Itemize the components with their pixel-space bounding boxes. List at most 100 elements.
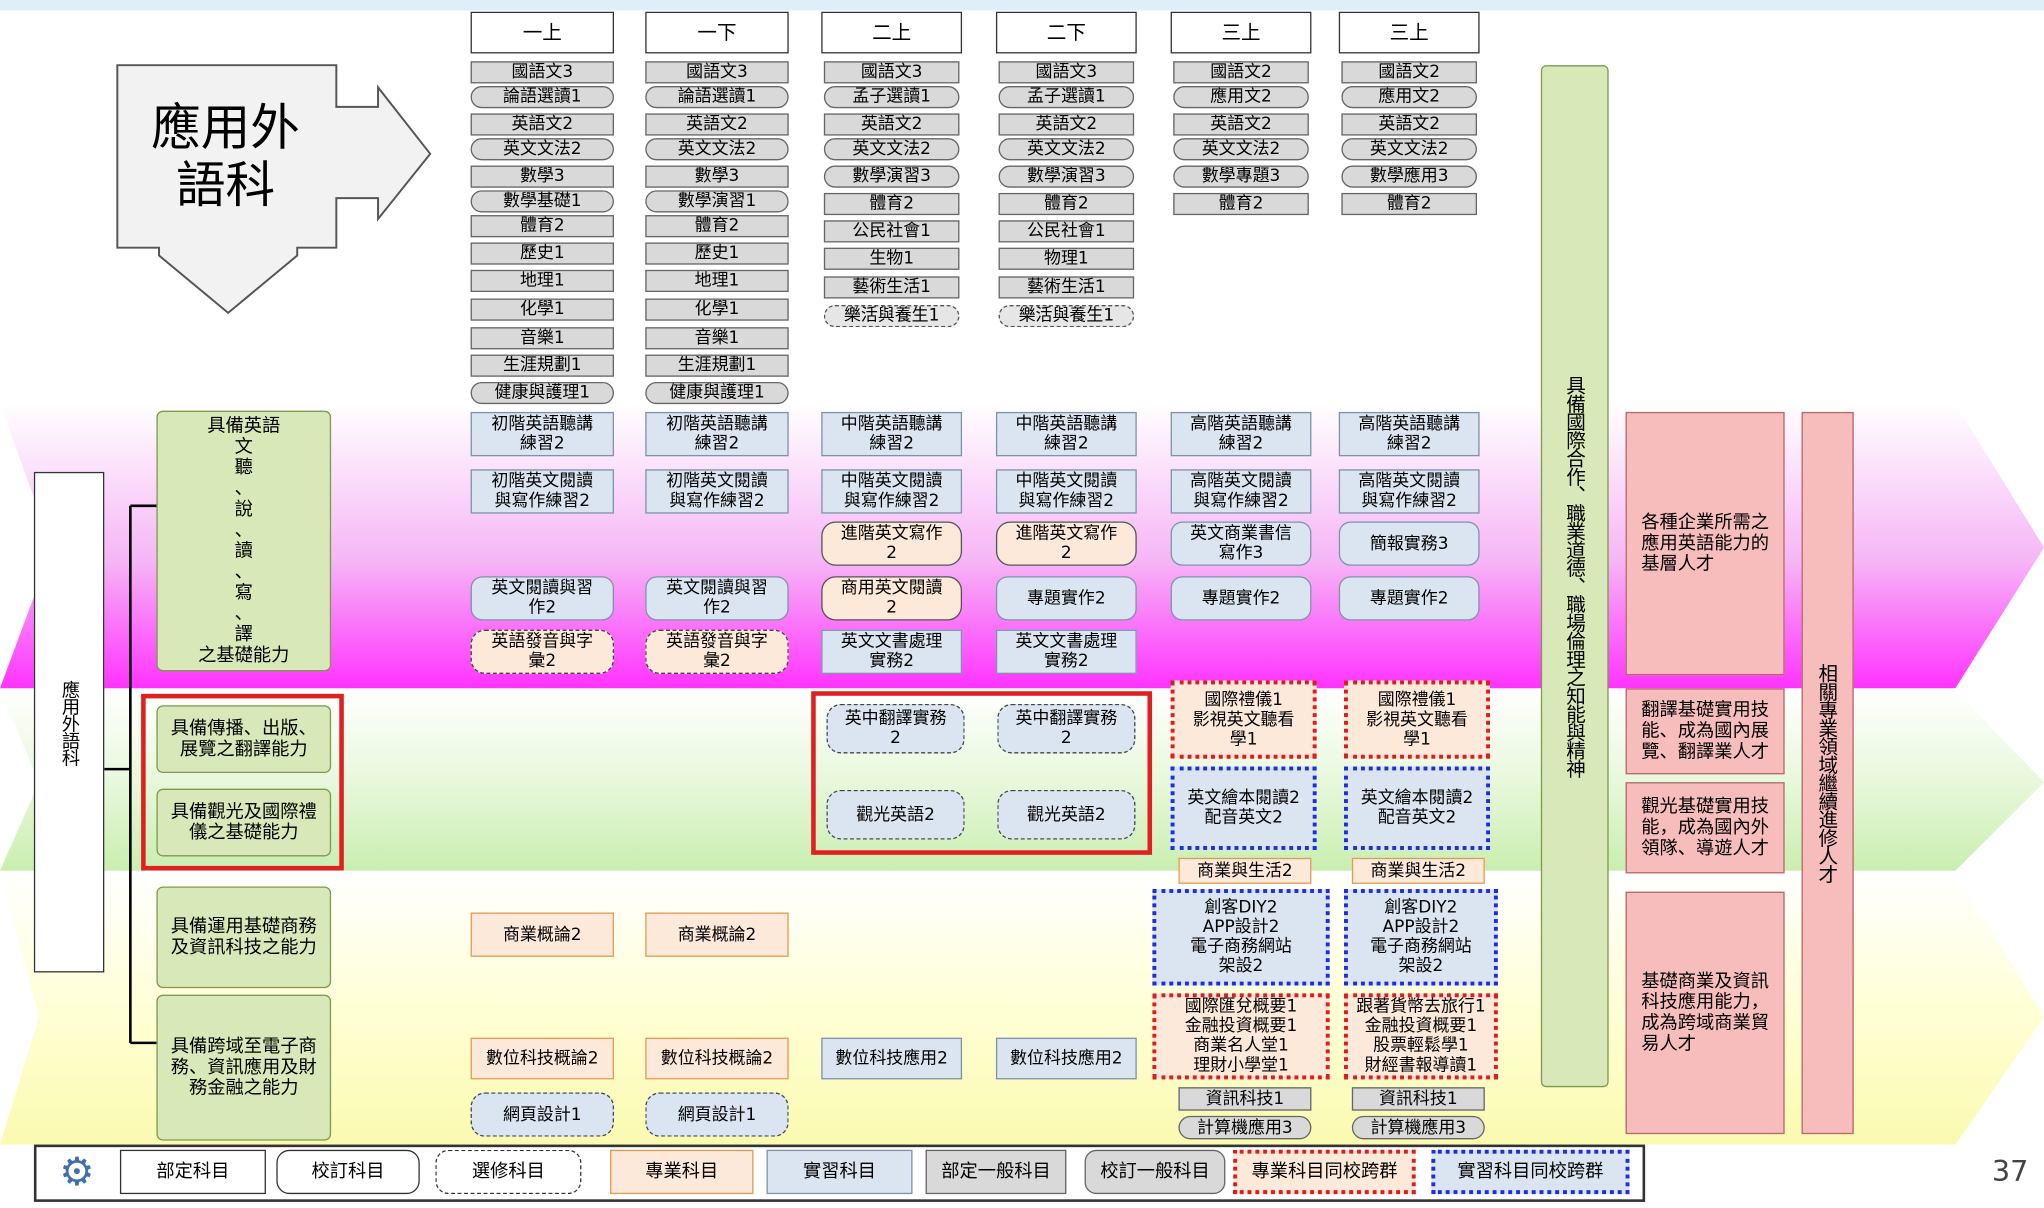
general-course: 藝術生活1	[823, 276, 960, 299]
general-course: 歷史1	[645, 242, 789, 265]
general-course: 應用文2	[1173, 86, 1309, 109]
general-course: 化學1	[470, 298, 614, 321]
course-row5: 英文文書處理 實務2	[821, 629, 963, 674]
course-info-tech: 資訊科技1	[1351, 1087, 1485, 1111]
general-course: 國語文3	[823, 61, 960, 84]
legend-item: 專業科目同校跨群	[1233, 1149, 1416, 1195]
general-course: 音樂1	[470, 327, 614, 350]
course-writing: 英文商業書信 寫作3	[1170, 521, 1312, 566]
year-header: 三上	[1170, 11, 1312, 54]
course-info-tech: 資訊科技1	[1178, 1087, 1312, 1111]
general-course: 公民社會1	[998, 220, 1135, 243]
general-course: 論語選讀1	[645, 86, 789, 109]
general-course: 健康與護理1	[470, 381, 614, 405]
ability-business-it: 具備運用基礎商務 及資訊科技之能力	[156, 886, 332, 989]
general-course: 生涯規劃1	[470, 354, 614, 377]
ability-crossdomain: 具備跨域至電子商 務、資訊應用及財 務金融之能力	[156, 994, 332, 1141]
course-translation: 英中翻譯實務 2	[826, 703, 965, 754]
arrow-title: 應用外語科	[151, 99, 300, 214]
general-course: 體育2	[1341, 192, 1477, 216]
course-listening: 中階英語聽講 練習2	[995, 411, 1137, 457]
course-writing: 進階英文寫作 2	[995, 521, 1137, 566]
general-course: 健康與護理1	[645, 381, 789, 405]
general-course: 生涯規劃1	[645, 354, 789, 377]
ability-english: 具備英語 文 聽 、 說 、 讀 、 寫 、 譯 之基礎能力	[156, 410, 332, 672]
general-course: 國語文3	[645, 61, 789, 84]
general-course: 孟子選讀1	[823, 86, 960, 109]
general-course: 數學演習3	[998, 165, 1135, 188]
department-label: 應用外語科	[33, 471, 105, 973]
course-finance: 跟著貨幣去旅行1 金融投資概要1 股票輕鬆學1 財經書報導讀1	[1344, 993, 1498, 1080]
course-row4: 英文閱讀與習 作2	[470, 576, 614, 621]
general-course: 藝術生活1	[998, 276, 1135, 299]
legend-item: 校訂一般科目	[1084, 1149, 1226, 1195]
course-row4: 英文閱讀與習 作2	[645, 576, 789, 621]
general-course: 地理1	[645, 269, 789, 293]
year-header: 二下	[995, 11, 1137, 54]
general-course: 音樂1	[645, 327, 789, 350]
course-row5: 英語發音與字 彙2	[645, 629, 789, 674]
general-course: 孟子選讀1	[998, 86, 1135, 109]
general-course: 物理1	[998, 247, 1135, 270]
year-header: 一下	[645, 11, 789, 54]
course-computer-app: 計算機應用3	[1178, 1115, 1312, 1140]
general-course: 英文文法2	[1173, 138, 1309, 161]
course-row4: 商用英文閱讀 2	[821, 576, 963, 621]
page-number: 37	[1991, 1155, 2029, 1189]
general-course: 生物1	[823, 247, 960, 270]
gear-icon: ⚙	[59, 1149, 95, 1195]
course-finance: 國際匯兌概要1 金融投資概要1 商業名人堂1 理財小學堂1	[1152, 993, 1330, 1080]
outcome-tourism: 觀光基礎實用技 能，成為國內外 領隊、導遊人才	[1625, 782, 1785, 874]
legend-item: 專業科目	[610, 1149, 754, 1195]
course-reading: 初階英文閱讀 與寫作練習2	[470, 469, 614, 514]
general-course: 國語文3	[470, 61, 614, 84]
year-header: 二上	[821, 11, 963, 54]
course-business-intro: 商業概論2	[645, 912, 789, 957]
course-picturebook: 英文繪本閱讀2 配音英文2	[1170, 766, 1317, 850]
general-course: 英文文法2	[645, 138, 789, 161]
course-reading: 高階英文閱讀 與寫作練習2	[1338, 469, 1480, 514]
outcome-english: 各種企業所需之 應用英語能力的 基層人才	[1625, 411, 1785, 676]
course-maker: 創客DIY2 APP設計2 電子商務網站 架設2	[1344, 889, 1498, 986]
outcome-business: 基礎商業及資訊 科技應用能力， 成為跨域商業貿 易人才	[1625, 891, 1785, 1135]
general-course: 數學3	[645, 165, 789, 188]
course-listening: 初階英語聽講 練習2	[645, 411, 789, 457]
course-picturebook: 英文繪本閱讀2 配音英文2	[1344, 766, 1491, 850]
ability-tourism: 具備觀光及國際禮 儀之基礎能力	[156, 788, 332, 857]
course-row5: 英語發音與字 彙2	[470, 629, 614, 674]
general-course: 應用文2	[1341, 86, 1477, 109]
red-highlight-frame-2	[811, 691, 1153, 855]
legend-item: 部定科目	[119, 1149, 266, 1195]
course-digital: 數位科技應用2	[995, 1037, 1137, 1080]
course-web: 網頁設計1	[470, 1092, 614, 1137]
general-course: 英語文2	[645, 113, 789, 136]
general-course: 英文文法2	[470, 138, 614, 161]
course-reading: 初階英文閱讀 與寫作練習2	[645, 469, 789, 514]
course-reading: 中階英文閱讀 與寫作練習2	[821, 469, 963, 514]
course-listening: 高階英語聽講 練習2	[1170, 411, 1312, 457]
spirit-column: 具備國際合作、職業道德、職場倫理之知能與精神	[1540, 65, 1609, 1088]
general-course: 英文文法2	[823, 138, 960, 161]
year-header: 三上	[1338, 11, 1480, 54]
arrow-shape	[116, 64, 432, 315]
course-row4: 專題實作2	[995, 576, 1137, 621]
general-course: 論語選讀1	[470, 86, 614, 109]
legend-item: 部定一般科目	[925, 1149, 1067, 1195]
course-web: 網頁設計1	[645, 1092, 789, 1137]
general-course: 數學演習3	[823, 165, 960, 188]
legend-item: 選修科目	[435, 1149, 582, 1195]
general-course: 數學3	[470, 165, 614, 188]
general-course: 數學專題3	[1173, 165, 1309, 188]
general-course: 樂活與養生1	[998, 305, 1135, 328]
course-tourism: 觀光英語2	[997, 789, 1136, 840]
course-row4: 專題實作2	[1338, 576, 1480, 621]
general-course: 體育2	[645, 215, 789, 238]
general-course: 英文文法2	[1341, 138, 1477, 161]
general-course: 體育2	[470, 215, 614, 238]
red-highlight-frame	[141, 693, 344, 871]
legend-item: 校訂科目	[276, 1149, 420, 1195]
course-writing: 簡報實務3	[1338, 521, 1480, 566]
course-listening: 初階英語聽講 練習2	[470, 411, 614, 457]
general-course: 體育2	[1173, 192, 1309, 216]
course-digital: 數位科技應用2	[821, 1037, 963, 1080]
